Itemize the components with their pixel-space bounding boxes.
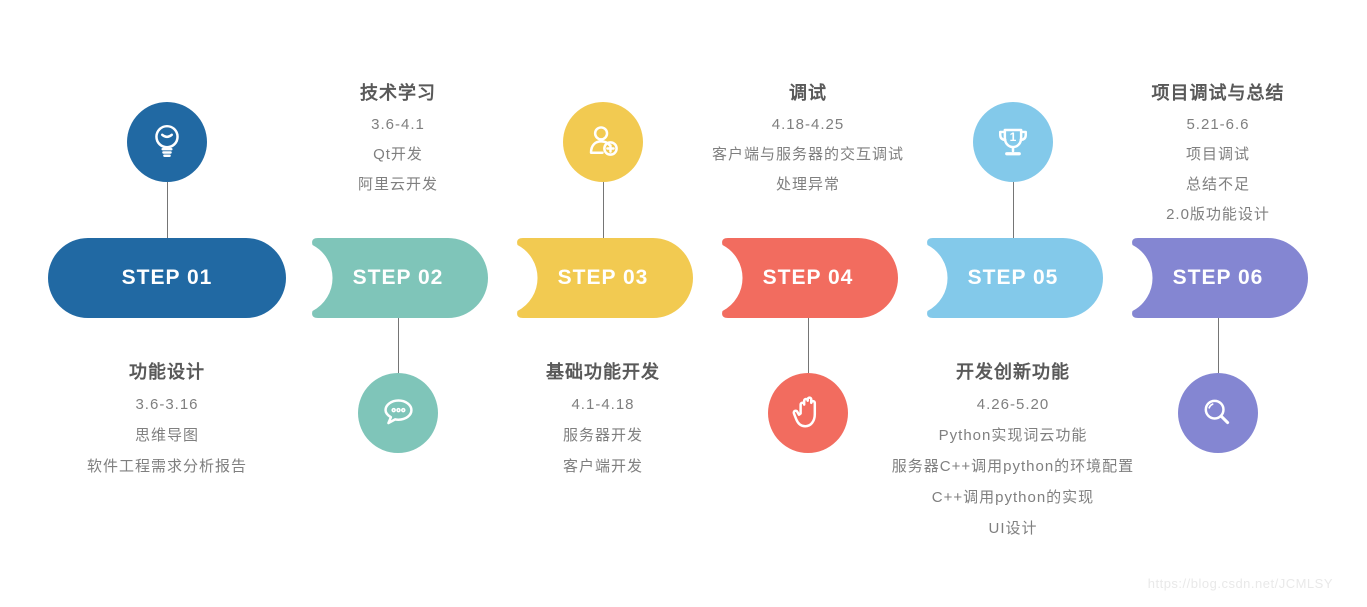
trophy-icon: 1 <box>999 128 1027 156</box>
step-detail-line: 服务器开发 <box>562 427 643 444</box>
step-detail-line: C++调用python的实现 <box>931 489 1095 506</box>
watermark: https://blog.csdn.net/JCMLSY <box>1147 576 1333 591</box>
step-detail-line: Qt开发 <box>373 146 423 163</box>
hand-icon <box>792 396 817 428</box>
connector-line <box>602 182 604 238</box>
connector-line <box>807 318 809 373</box>
step-detail-line: 3.6-3.16 <box>135 396 199 413</box>
step-label: STEP 06 <box>1172 266 1264 289</box>
step-detail-line: 思维导图 <box>134 427 199 444</box>
icon-circle <box>358 373 438 453</box>
icon-circle <box>768 373 848 453</box>
connector-line <box>1217 318 1219 373</box>
step-lines: 3.6-3.16 思维导图软件工程需求分析报告 <box>0 389 357 482</box>
step-label: STEP 04 <box>762 266 854 289</box>
step-label: STEP 03 <box>557 266 649 289</box>
step-detail-line: 处理异常 <box>775 176 840 193</box>
banner-shape <box>927 238 1103 318</box>
banner-shape <box>517 238 693 318</box>
banner-shape <box>722 238 898 318</box>
step-detail-line: UI设计 <box>988 520 1038 537</box>
step-label: STEP 02 <box>352 266 444 289</box>
chat-bubble-icon <box>384 399 413 425</box>
step-title: 开发创新功能 <box>956 362 1070 382</box>
step-detail-line: 服务器C++调用python的环境配置 <box>891 458 1135 475</box>
step-title: 技术学习 <box>360 83 436 103</box>
svg-text:1: 1 <box>1010 130 1017 144</box>
icon-circle: 1 <box>973 102 1053 182</box>
step-detail-line: 4.1-4.18 <box>571 396 635 413</box>
step-detail-line: 客户端开发 <box>562 458 643 475</box>
step-text: 功能设计 3.6-3.16 思维导图软件工程需求分析报告 <box>0 361 357 482</box>
icon-circle <box>1178 373 1258 453</box>
step-title: 基础功能开发 <box>546 362 660 382</box>
step-label: STEP 01 <box>121 266 213 289</box>
step-detail-line: Python实现词云功能 <box>938 427 1088 444</box>
step-banner: STEP 04 <box>718 238 898 318</box>
step-text: 调试 4.18-4.25 客户端与服务器的交互调试处理异常 <box>618 82 998 200</box>
step-detail-line: 项目调试 <box>1185 146 1250 163</box>
step-detail-line: 4.18-4.25 <box>771 116 845 133</box>
step-text: 基础功能开发 4.1-4.18 服务器开发客户端开发 <box>413 361 793 482</box>
step-detail-line: 软件工程需求分析报告 <box>86 458 247 475</box>
step-detail-line: 2.0版功能设计 <box>1166 206 1270 223</box>
connector-line <box>1012 182 1014 238</box>
banner-shape <box>1132 238 1308 318</box>
step-lines: 4.1-4.18 服务器开发客户端开发 <box>413 389 793 482</box>
step-detail-line: 阿里云开发 <box>357 176 438 193</box>
step-detail-line: 3.6-4.1 <box>371 116 425 133</box>
step-title: 功能设计 <box>129 362 205 382</box>
step-detail-line: 客户端与服务器的交互调试 <box>711 146 904 163</box>
connector-line <box>166 182 168 238</box>
add-user-icon <box>589 126 618 156</box>
step-detail-line: 总结不足 <box>1185 176 1250 193</box>
step-title: 调试 <box>789 83 827 103</box>
magnifier-icon <box>1204 399 1230 425</box>
step-title: 项目调试与总结 <box>1151 83 1285 103</box>
step-label: STEP 05 <box>967 266 1059 289</box>
banner-shape <box>48 238 286 318</box>
step-banner: STEP 01 <box>48 238 286 318</box>
step-lines: 5.21-6.6 项目调试总结不足 2.0版功能设计 <box>1028 110 1367 230</box>
step-detail-line: 5.21-6.6 <box>1186 116 1250 133</box>
step-banner: STEP 05 <box>923 238 1103 318</box>
step-text: 项目调试与总结 5.21-6.6 项目调试总结不足 2.0版功能设计 <box>1028 82 1367 230</box>
step-banner: STEP 02 <box>308 238 488 318</box>
lightbulb-icon <box>155 124 179 157</box>
icon-circle <box>563 102 643 182</box>
icon-circle <box>127 102 207 182</box>
step-lines: 4.18-4.25 客户端与服务器的交互调试处理异常 <box>618 110 998 200</box>
banner-shape <box>312 238 488 318</box>
step-detail-line: 4.26-5.20 <box>976 396 1050 413</box>
connector-line <box>397 318 399 373</box>
step-banner: STEP 06 <box>1128 238 1308 318</box>
step-banner: STEP 03 <box>513 238 693 318</box>
